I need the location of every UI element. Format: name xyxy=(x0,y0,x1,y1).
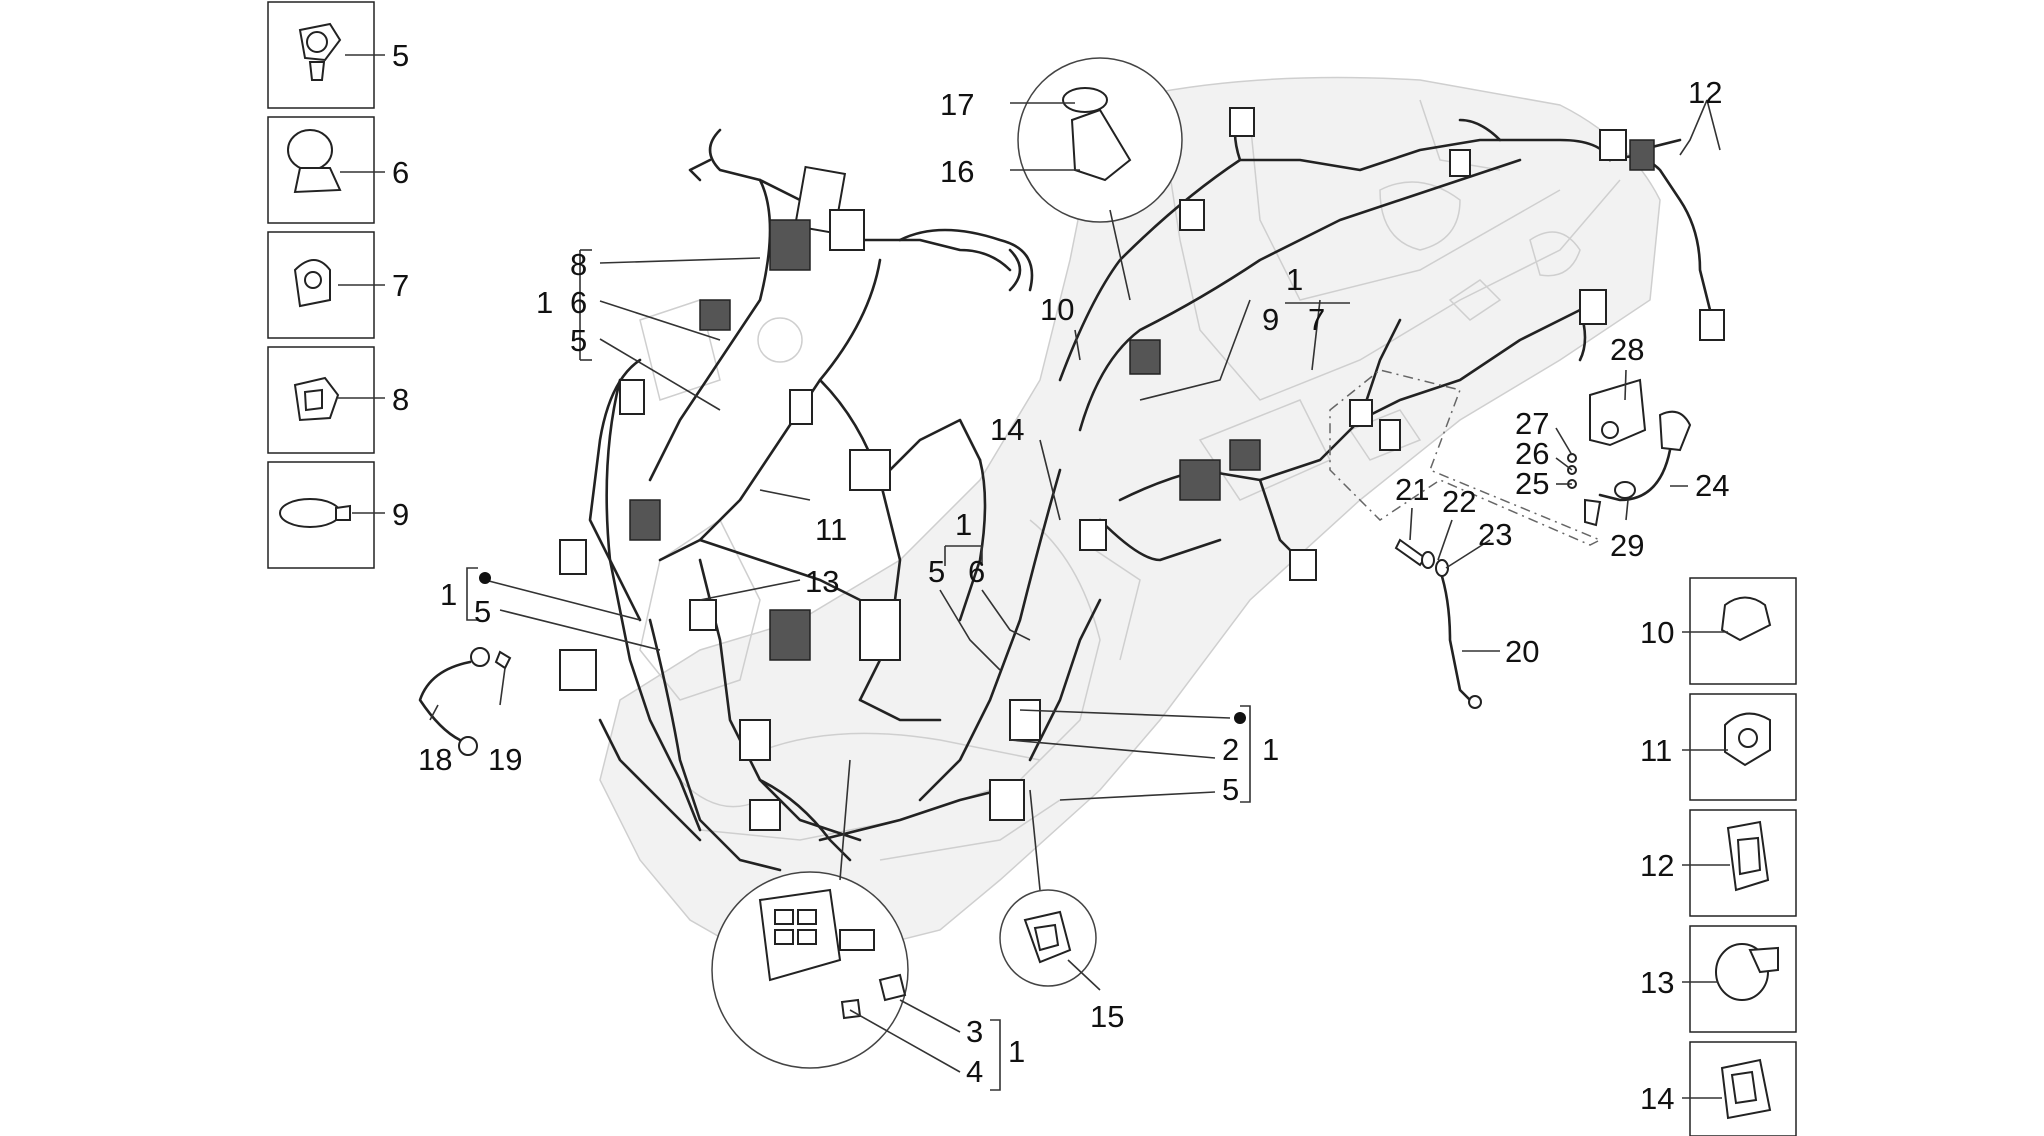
callout-labels: 17 16 12 10 1 9 7 28 27 26 25 24 21 22 2… xyxy=(418,75,1729,1089)
front-wiring-harness xyxy=(559,128,1034,872)
legend-label-13: 13 xyxy=(1640,965,1674,1000)
ground-cable-20 xyxy=(1438,568,1482,709)
callout-1-right: 1 xyxy=(1262,732,1279,767)
callout-19: 19 xyxy=(488,742,522,777)
callout-15: 15 xyxy=(1090,999,1124,1034)
callout-6-mid: 6 xyxy=(968,554,985,589)
legend-label-6: 6 xyxy=(392,155,409,190)
legend-box-12: 12 xyxy=(1640,809,1797,917)
legend-box-11: 11 xyxy=(1640,693,1797,801)
callout-28: 28 xyxy=(1610,332,1644,367)
legend-label-9: 9 xyxy=(392,497,409,532)
callout-13: 13 xyxy=(805,564,839,599)
legend-label-11: 11 xyxy=(1640,733,1672,768)
detail-circle-16-17 xyxy=(1017,57,1183,301)
callout-21: 21 xyxy=(1395,472,1429,507)
callout-5-mid: 5 xyxy=(928,554,945,589)
legend-label-12: 12 xyxy=(1640,848,1674,883)
callout-7: 7 xyxy=(1308,302,1325,337)
callout-1-mid: 1 xyxy=(955,507,972,542)
callout-29: 29 xyxy=(1610,528,1644,563)
screw-washer-set xyxy=(1394,538,1449,577)
callout-14: 14 xyxy=(990,412,1024,447)
right-part-legend: 10 11 12 13 14 xyxy=(1640,577,1797,1136)
callout-12: 12 xyxy=(1688,75,1722,110)
callout-5-front: 5 xyxy=(570,323,587,358)
callout-2: 2 xyxy=(1222,732,1239,767)
callout-24: 24 xyxy=(1695,468,1729,503)
callout-10: 10 xyxy=(1040,292,1074,327)
legend-box-9: 9 xyxy=(267,461,409,569)
legend-label-10: 10 xyxy=(1640,615,1674,650)
callout-4: 4 xyxy=(966,1054,983,1089)
legend-label-8: 8 xyxy=(392,382,409,417)
callout-11: 11 xyxy=(815,512,847,547)
callout-1-left: 1 xyxy=(440,577,457,612)
callout-8-front: 8 xyxy=(570,247,587,282)
detail-circle-fuse-box xyxy=(711,759,909,1069)
callout-3: 3 xyxy=(966,1014,983,1049)
legend-box-6: 6 xyxy=(267,116,409,224)
callout-1-front: 1 xyxy=(536,285,553,320)
legend-box-8: 8 xyxy=(267,346,409,454)
callout-1-fuse: 1 xyxy=(1008,1034,1025,1069)
bullet-marker xyxy=(1234,712,1246,724)
callout-leaders xyxy=(429,99,1721,1091)
callout-1-rear: 1 xyxy=(1286,262,1303,297)
callout-22: 22 xyxy=(1442,484,1476,519)
callout-5-left: 5 xyxy=(474,594,491,629)
callout-9: 9 xyxy=(1262,302,1279,337)
sensor-assembly-24-29 xyxy=(1567,378,1692,527)
callout-5-right: 5 xyxy=(1222,772,1239,807)
bullet-marker xyxy=(479,572,491,584)
rear-wiring-harness xyxy=(918,107,1725,821)
legend-label-14: 14 xyxy=(1640,1081,1674,1116)
legend-box-13: 13 xyxy=(1640,925,1797,1033)
callout-18: 18 xyxy=(418,742,452,777)
legend-box-14: 14 xyxy=(1640,1041,1797,1136)
dashed-rear-outline xyxy=(1329,369,1602,546)
legend-label-7: 7 xyxy=(392,268,409,303)
callout-6-front: 6 xyxy=(570,285,587,320)
left-part-legend: 5 6 7 8 9 xyxy=(267,1,409,569)
ground-cable-18-19 xyxy=(418,647,512,756)
callout-20: 20 xyxy=(1505,634,1539,669)
legend-label-5: 5 xyxy=(392,38,409,73)
callout-27: 27 xyxy=(1515,406,1549,441)
legend-box-10: 10 xyxy=(1640,577,1797,685)
callout-25: 25 xyxy=(1515,466,1549,501)
legend-box-7: 7 xyxy=(267,231,409,339)
callout-16: 16 xyxy=(940,154,974,189)
legend-box-5: 5 xyxy=(267,1,409,109)
callout-26: 26 xyxy=(1515,436,1549,471)
detail-circle-15 xyxy=(999,789,1097,987)
callout-23: 23 xyxy=(1478,517,1512,552)
callout-17: 17 xyxy=(940,87,974,122)
